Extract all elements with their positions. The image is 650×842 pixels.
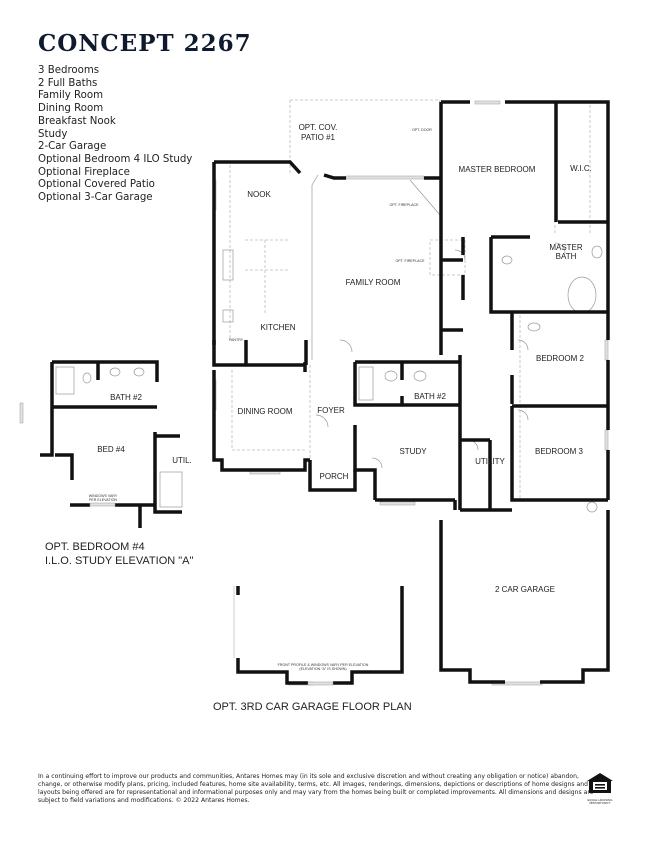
feature-item: 3 Bedrooms bbox=[38, 65, 100, 76]
feature-item: Dining Room bbox=[38, 103, 104, 115]
feature-item: 2-Car Garage bbox=[38, 141, 107, 153]
room-label-pantry: PANTRY bbox=[229, 338, 244, 342]
feature-item: Optional Bedroom 4 ILO Study bbox=[38, 153, 193, 165]
caption-opt-bedroom-4: OPT. BEDROOM #4 bbox=[45, 541, 145, 553]
room-label-bedroom-2: BEDROOM 2 bbox=[536, 354, 585, 363]
room-label-master-bedroom: MASTER BEDROOM bbox=[459, 165, 536, 174]
feature-item: Optional 3-Car Garage bbox=[38, 192, 153, 204]
room-label-bath-2-opt: BATH #2 bbox=[110, 393, 142, 402]
room-label-nook: NOOK bbox=[247, 190, 271, 199]
feature-item: Optional Fireplace bbox=[38, 166, 130, 178]
annotation-opt-fireplace: OPT. FIREPLACE bbox=[396, 259, 426, 263]
annotation-windows-vary: PER ELEVATION bbox=[89, 498, 117, 502]
room-label-family-room: FAMILY ROOM bbox=[346, 278, 401, 287]
feature-item: 2 Full Baths bbox=[38, 77, 98, 89]
room-label-master-bath: BATH bbox=[556, 252, 577, 261]
equal-housing-icon bbox=[587, 773, 613, 793]
room-label-utility: UTILITY bbox=[475, 457, 505, 466]
eho-text: EQUAL HOUSING bbox=[587, 798, 613, 802]
room-label-opt-cov-patio: OPT. COV. bbox=[299, 123, 338, 132]
room-label-dining-room: DINING ROOM bbox=[237, 407, 292, 416]
room-label-foyer: FOYER bbox=[317, 406, 345, 415]
opt-bedroom-4-plan: BATH #2 BED #4 UTIL. WINDOWS VARY PER EL… bbox=[40, 360, 193, 567]
annotation-front-profile: FRONT PROFILE & WINDOWS VARY PER ELEVATI… bbox=[278, 663, 369, 667]
room-label-bath-2: BATH #2 bbox=[414, 392, 446, 401]
opt-3rd-car-garage-plan: FRONT PROFILE & WINDOWS VARY PER ELEVATI… bbox=[213, 586, 412, 713]
room-label-master-bath: MASTER bbox=[549, 243, 583, 252]
eho-text: OPPORTUNITY bbox=[589, 801, 611, 806]
feature-item: Breakfast Nook bbox=[38, 115, 116, 127]
annotation-opt-door: OPT. DOOR bbox=[412, 128, 432, 132]
room-label-porch: PORCH bbox=[320, 472, 349, 481]
annotation-elevation-shown: (ELEVATION "A" IS SHOWN) bbox=[299, 667, 346, 671]
feature-item: Optional Covered Patio bbox=[38, 179, 155, 191]
plan-title: CONCEPT 2267 bbox=[38, 30, 252, 57]
main-floor-plan: OPT. COV. PATIO #1 OPT. DOOR MASTER BEDR… bbox=[19, 99, 610, 686]
room-label-kitchen: KITCHEN bbox=[260, 323, 295, 332]
room-label-bedroom-3: BEDROOM 3 bbox=[535, 447, 584, 456]
annotation-opt-fireplace: OPT. FIREPLACE bbox=[390, 203, 420, 207]
features-list: 3 Bedrooms 2 Full Baths Family Room Dini… bbox=[38, 65, 192, 205]
room-label-util: UTIL. bbox=[172, 456, 192, 465]
equal-housing-logo: EQUAL HOUSING OPPORTUNITY bbox=[582, 772, 618, 806]
room-label-2-car-garage: 2 CAR GARAGE bbox=[495, 585, 555, 594]
room-label-wic: W.I.C. bbox=[570, 164, 592, 173]
room-label-bed-4: BED #4 bbox=[97, 445, 125, 454]
room-label-opt-cov-patio: PATIO #1 bbox=[301, 133, 335, 142]
legal-disclaimer: In a continuing effort to improve our pr… bbox=[38, 773, 594, 804]
annotation-windows-vary: WINDOWS VARY bbox=[89, 494, 118, 498]
caption-ilo-study: I.L.O. STUDY ELEVATION "A" bbox=[45, 555, 193, 567]
room-label-study: STUDY bbox=[399, 447, 427, 456]
feature-item: Study bbox=[38, 128, 68, 140]
caption-opt-3rd-car-garage: OPT. 3RD CAR GARAGE FLOOR PLAN bbox=[213, 701, 412, 713]
feature-item: Family Room bbox=[38, 90, 104, 102]
